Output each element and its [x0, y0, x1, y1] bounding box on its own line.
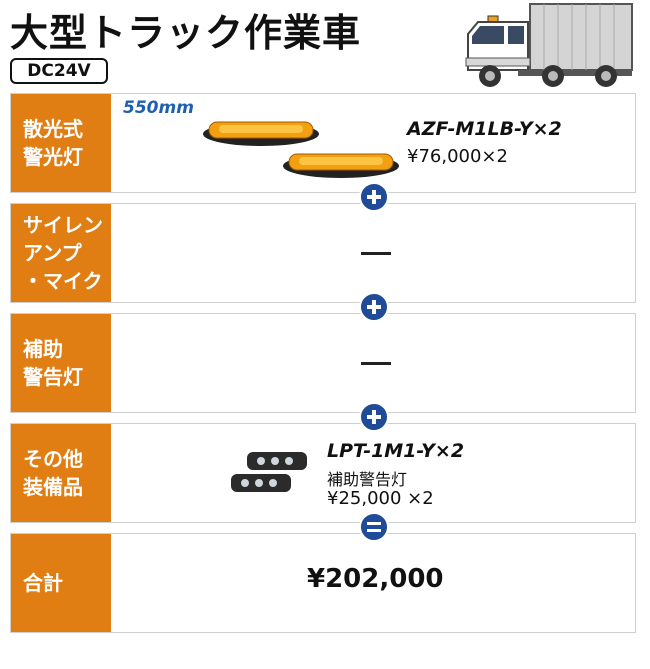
row-siren: サイレン アンプ ・マイク — [10, 203, 636, 303]
price: ¥76,000×2 — [407, 146, 508, 167]
led-light-icon — [231, 452, 307, 492]
row-label: 散光式 警光灯 — [11, 94, 111, 192]
row-other-equipment: その他 装備品 LPT-1M1-Y×2 補助警告灯 ¥25,000 ×2 — [10, 423, 636, 523]
row-label: 合計 — [11, 534, 111, 632]
price: ¥25,000 ×2 — [327, 488, 434, 509]
product-description: 補助警告灯 — [327, 470, 408, 489]
none-dash — [361, 252, 391, 255]
page-title: 大型トラック作業車 — [10, 11, 362, 55]
row-total: 合計 ¥202,000 — [10, 533, 636, 633]
row-label: サイレン アンプ ・マイク — [11, 204, 111, 302]
voltage-badge: DC24V — [10, 58, 108, 84]
truck-icon — [465, 3, 633, 87]
equals-icon — [359, 512, 389, 542]
row-label: その他 装備品 — [11, 424, 111, 522]
row-aux-warning: 補助 警告灯 — [10, 313, 636, 413]
model-number: LPT-1M1-Y×2 — [327, 440, 465, 462]
plus-icon — [359, 182, 389, 212]
plus-icon — [359, 292, 389, 322]
size-label: 550mm — [123, 98, 194, 118]
total-price: ¥202,000 — [307, 564, 444, 594]
plus-icon — [359, 402, 389, 432]
lightbar-icon — [203, 121, 399, 178]
row-lightbar: 散光式 警光灯 550mm AZF-M1LB-Y×2 ¥76,000×2 — [10, 93, 636, 193]
none-dash — [361, 362, 391, 365]
model-number: AZF-M1LB-Y×2 — [407, 118, 562, 140]
row-label: 補助 警告灯 — [11, 314, 111, 412]
